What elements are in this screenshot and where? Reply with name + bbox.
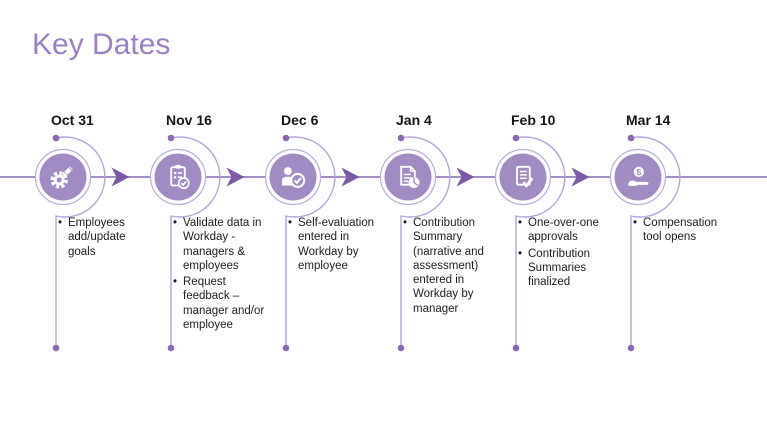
milestone-bullets: Validate data in Workday - managers & em… [172,216,271,334]
bullet-item: Self-evaluation entered in Workday by em… [287,216,386,273]
person-check-icon [276,160,310,194]
milestone-bullets: Self-evaluation entered in Workday by em… [287,216,386,275]
arrow-right-icon [456,167,475,187]
gear-pencil-icon [46,160,80,194]
timeline-dot [397,344,405,352]
bullet-item: Request feedback – manager and/or employ… [172,275,271,332]
milestone-bullets: Compensation tool opens [632,216,731,247]
timeline-dot [282,344,290,352]
bullet-item: Validate data in Workday - managers & em… [172,216,271,273]
milestone-bullets: Contribution Summary (narrative and asse… [402,216,501,318]
milestone-markers [34,148,667,206]
timeline-dots [52,134,635,352]
timeline-dot [512,134,520,142]
svg-text:$: $ [636,167,641,177]
hand-dollar-icon: $ [621,160,655,194]
slide-title: Key Dates [32,28,171,61]
arrow-right-icon [111,167,130,187]
timeline-dot [397,134,405,142]
milestone-date: Dec 6 [281,112,319,128]
timeline-arrows [111,167,590,187]
document-pie-icon [391,160,425,194]
arrow-right-icon [226,167,245,187]
milestone-date: Oct 31 [51,112,94,128]
timeline-dot [627,344,635,352]
timeline-dot [282,134,290,142]
milestone-date: Feb 10 [511,112,556,128]
milestone-circle [614,153,662,201]
milestone-date: Jan 4 [396,112,432,128]
milestone-date: Mar 14 [626,112,671,128]
milestone-bullets: Employees add/update goals [57,216,156,261]
timeline-dot [167,344,175,352]
arrow-right-icon [571,167,590,187]
document-check-icon [506,160,540,194]
milestone-bullets: One-over-one approvals Contribution Summ… [517,216,616,291]
bullet-item: Contribution Summaries finalized [517,247,616,290]
bullet-item: Employees add/update goals [57,216,156,259]
timeline-dot [167,134,175,142]
milestone-circle [499,153,547,201]
bullet-item: Contribution Summary (narrative and asse… [402,216,501,316]
milestone-date: Nov 16 [166,112,212,128]
clipboard-check-icon [161,160,195,194]
milestone-circle [384,153,432,201]
timeline-dot [52,344,60,352]
timeline-dot [627,134,635,142]
bullet-item: Compensation tool opens [632,216,731,245]
timeline-dot [52,134,60,142]
arrow-right-icon [341,167,360,187]
timeline-dot [512,344,520,352]
bullet-item: One-over-one approvals [517,216,616,245]
